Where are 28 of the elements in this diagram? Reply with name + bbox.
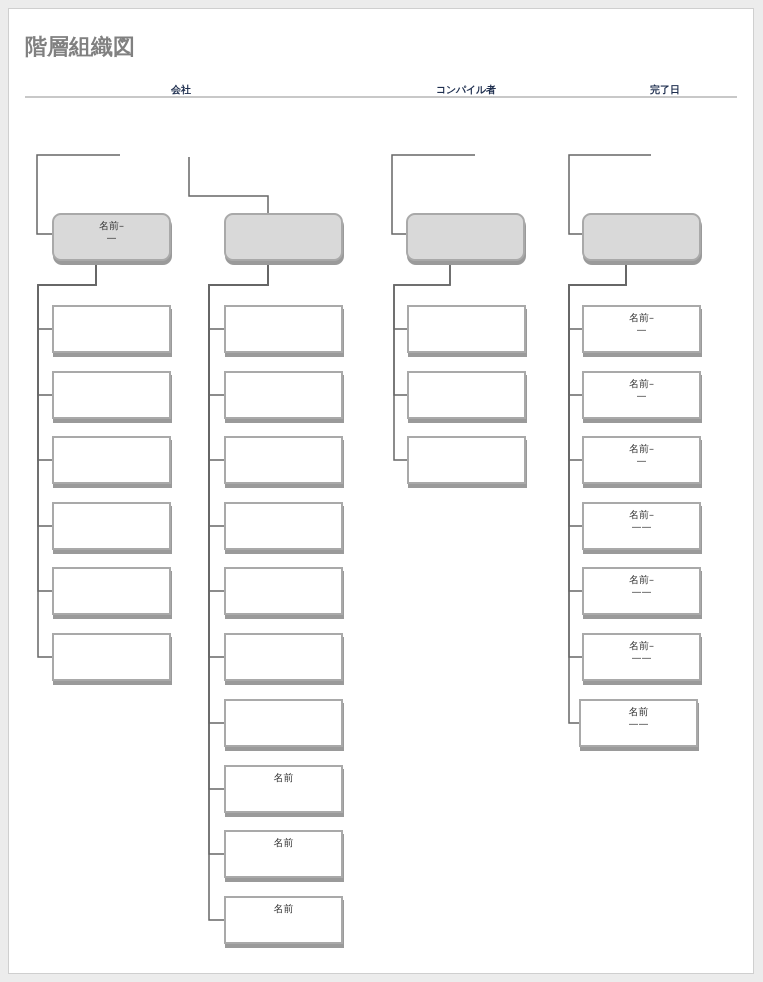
- connector-line: [568, 154, 651, 235]
- name-text: 名前: [274, 838, 294, 850]
- name-text: 名前–: [629, 641, 654, 653]
- header-label: コンパイル者: [436, 84, 496, 97]
- name-text: —: [636, 456, 646, 468]
- name-text: 名前: [628, 707, 648, 719]
- connector-line: [393, 264, 451, 461]
- name-text: 名前–: [629, 313, 654, 325]
- name-text: 名前–: [629, 510, 654, 522]
- name-text: 名前–: [99, 221, 124, 233]
- name-text: —: [636, 325, 646, 337]
- name-text: ——: [632, 653, 652, 665]
- name-text: 名前–: [629, 444, 654, 456]
- name-text: —: [636, 391, 646, 403]
- title: 階層組織図: [25, 33, 135, 62]
- connector-line: [188, 157, 269, 213]
- name-text: 名前–: [629, 575, 654, 587]
- connector-line: [36, 154, 120, 235]
- name-text: 名前–: [629, 379, 654, 391]
- header-label: 完了日: [650, 83, 680, 97]
- connector-line: [391, 154, 475, 235]
- name-text: ——: [628, 719, 648, 731]
- header-label: 会社: [171, 84, 191, 97]
- name-text: —: [106, 233, 116, 245]
- name-text: ——: [632, 587, 652, 599]
- name-text: ——: [632, 522, 652, 534]
- name-text: 名前: [274, 904, 294, 916]
- name-text: 名前: [274, 773, 294, 785]
